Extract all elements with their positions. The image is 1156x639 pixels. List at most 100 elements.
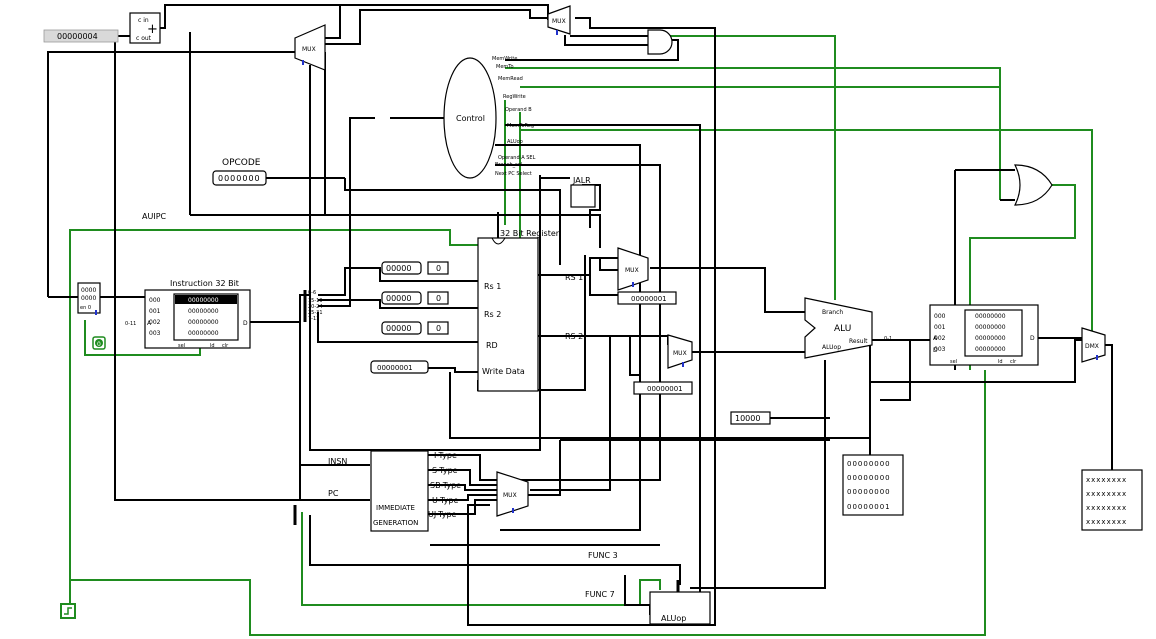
alu-in-branch: Branch [822,309,843,316]
output-probe: xxxxxxxx xxxxxxxx xxxxxxxx xxxxxxxx [1081,469,1143,531]
output-probe-row-2: xxxxxxxx [1086,504,1127,512]
pc-register-value2: 0000 [81,295,96,302]
write-data-probe: 00000001 [377,364,413,372]
instruction-memory-title: Instruction 32 Bit [170,279,239,288]
branch-mux[interactable]: MUX [547,5,571,35]
imem-addr-2: 002 [149,319,161,326]
splitter-label-3: 25-31 [308,310,323,316]
alu-const: 10000 [730,411,771,425]
immgen-out-utype: U-Type [432,496,458,505]
pc-register-enable: en 0 [80,305,91,311]
const-mux2-value: 00000001 [647,385,683,393]
splitter-label-4: 7-11 [308,316,319,322]
jalr-block[interactable]: JALR [570,176,596,208]
register-probes: 00000 0 00000 0 00000 0 00000001 [370,261,449,374]
data-memory[interactable]: 000 001 002 003 00000000 00000000 000000… [929,304,1039,366]
immgen-in-pc: PC [328,489,339,498]
clock-source[interactable]: 0 [92,336,106,350]
control-signal-memread: MemRead [498,76,523,82]
control-signal-regwrite: RegWrite [503,94,526,100]
immgen-out-sbtype: SB-Type [430,481,461,490]
regfile-out-rs1: RS 1 [565,273,583,282]
or-gate[interactable] [1014,164,1053,206]
func3-label: FUNC 3 [588,551,618,560]
control-signal-branchsel: Branch_sel [495,162,522,168]
immediate-mux[interactable]: MUX [496,471,529,517]
imem-addr-0: 000 [149,297,161,304]
aluop-block-label: ALUop [661,614,686,623]
alu-const-value: 10000 [735,414,760,423]
control-signal-nextpc: Next PC Select [495,171,532,177]
pin-dots [95,30,1098,513]
control-signal-labels: MemWrite MemTo MemRead RegWrite Operand … [492,56,536,177]
imem-addr-width: 0-11 [125,321,136,327]
imem-pin-sel: sel [178,343,185,349]
immgen-out-stype: S-Type [432,466,458,475]
dmem-addr-0: 000 [934,313,946,320]
dmem-pin-ld: ld [998,359,1003,365]
dmem-pin-d: D [1030,335,1035,342]
control-signal-memto: MemTo [496,64,514,70]
immgen-label-1: IMMEDIATE [376,504,415,512]
imem-row-0: 00000000 [188,297,219,304]
immgen-out-itype: I-Type [434,451,457,460]
pc-mux-label: MUX [302,46,316,53]
imem-pin-d: D [243,320,248,327]
alu-label: ALU [834,324,851,334]
immgen-in-insn: INSN [328,457,347,466]
control-signal-operandb: Operand B [505,107,532,113]
operand-a-mux[interactable]: MUX [617,247,649,291]
output-probe-row-1: xxxxxxxx [1086,490,1127,498]
dmem-pin-a: A [933,335,938,342]
aluop-block[interactable]: ALUop [649,580,711,625]
control-signal-memwrite: MemWrite [492,56,517,62]
output-demux[interactable]: DMX [1081,327,1106,363]
splitter-label-2: 20-24 [308,304,323,310]
imem-addr-3: 003 [149,330,161,337]
pc-mux[interactable]: MUX [294,24,326,71]
alu-out-result: Result [849,338,868,345]
instruction-splitter: 0-6 15-19 20-24 25-31 7-11 [303,290,323,322]
control-unit[interactable]: Control [443,57,497,179]
imem-pin-clr: clr [222,343,229,349]
alu-probe-row-0: 00000000 [847,460,891,468]
wires [47,4,1113,626]
opcode-input[interactable]: OPCODE 0000000 [212,158,267,186]
immediate-generation[interactable]: IMMEDIATE GENERATION I-Type S-Type SB-Ty… [328,450,461,532]
immediate-mux-label: MUX [503,492,517,499]
dmem-row-1: 00000000 [975,324,1006,331]
alu-probe-row-1: 00000000 [847,474,891,482]
demux-label: DMX [1085,343,1099,350]
operand-b-mux[interactable]: MUX [667,334,693,369]
dmem-row-0: 00000000 [975,313,1006,320]
adder-cin: c in [138,17,149,24]
probe-rs2-dec: 0 [436,294,441,303]
operand-b-mux-label: MUX [673,350,687,357]
regfile-port-rs1: Rs 1 [484,282,501,291]
control-label: Control [456,114,485,123]
splitter-label-0: 0-6 [308,290,316,296]
and-gate[interactable] [647,29,673,55]
regfile-port-rd: RD [486,341,498,350]
imem-row-2: 00000000 [188,319,219,326]
alu[interactable]: ALU Branch ALUop Result 0-1 [804,297,892,359]
pc-register[interactable]: 0000 0000 en 0 [77,282,101,314]
immgen-out-ujtype: UJ-Type [428,510,457,519]
dmem-addr-3: 003 [934,346,946,353]
control-signal-memtoreg: MemToReg [507,123,534,129]
alu-in-aluop: ALUop [822,344,841,351]
opcode-label: OPCODE [222,158,261,168]
output-probe-row-0: xxxxxxxx [1086,476,1127,484]
register-file-title: 32 Bit Register [500,229,560,238]
register-file[interactable]: 32 Bit Register Rs 1 Rs 2 RD Write Data … [477,229,583,392]
instruction-memory[interactable]: Instruction 32 Bit 000 001 002 003 00000… [125,279,251,349]
opcode-value: 0000000 [218,174,261,183]
pc-adder[interactable]: c in + c out [129,12,161,44]
dmem-pin-clr: clr [1010,359,1017,365]
probe-rs1-dec: 0 [436,264,441,273]
probe-rs2-bits: 00000 [386,294,411,303]
pc-increment-value: 00000004 [57,32,98,41]
control-signal-aluop: ALUop [507,139,523,145]
bottom-clock[interactable] [60,603,76,619]
probe-rd-bits: 00000 [386,324,411,333]
